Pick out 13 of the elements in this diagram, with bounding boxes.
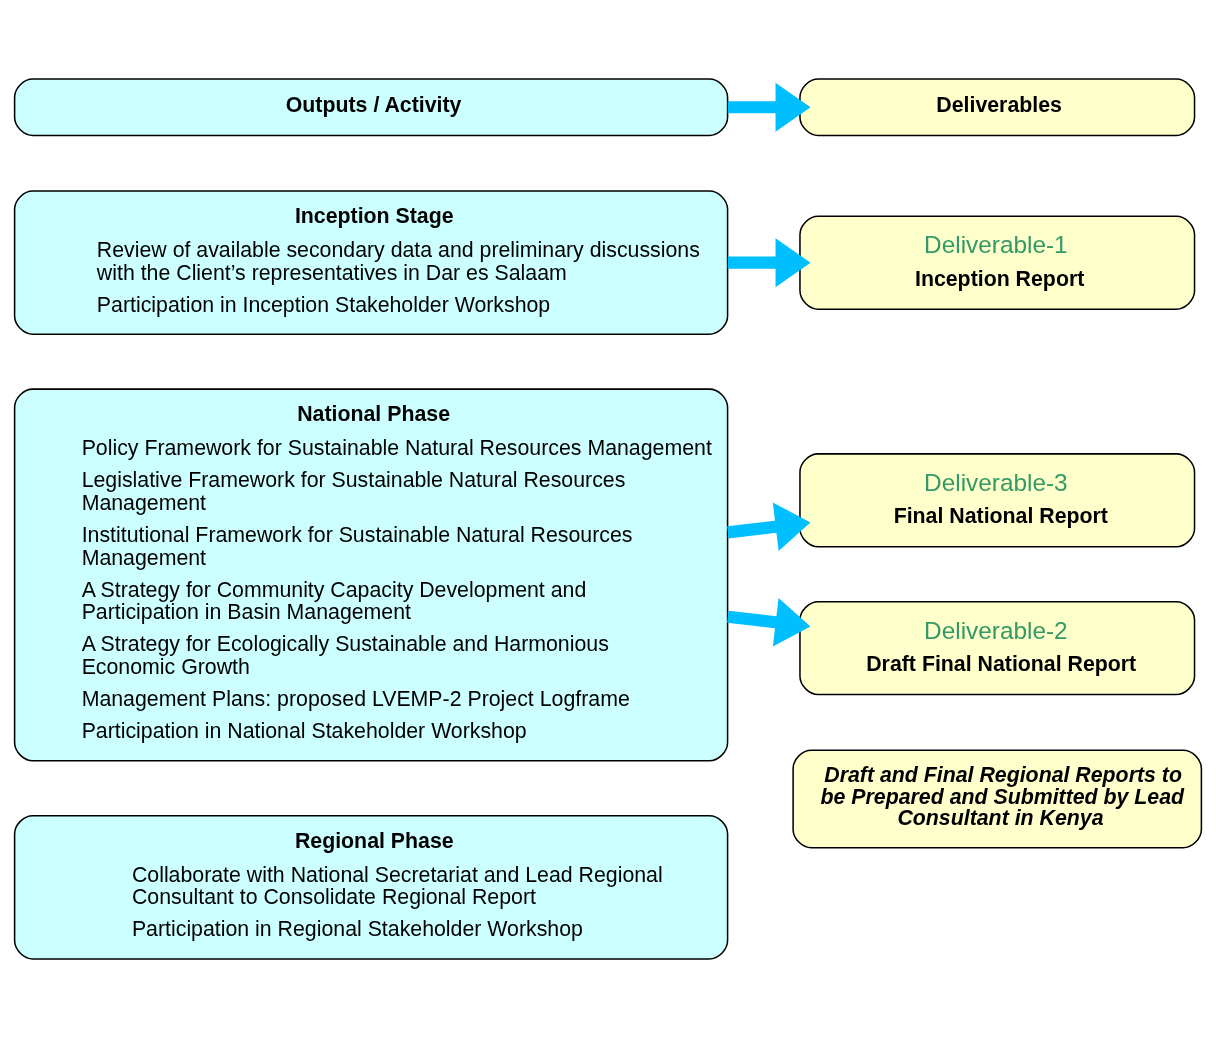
- node-box: Deliverable-1 Inception Report: [799, 214, 1196, 310]
- node-box: Outputs / Activity: [13, 77, 729, 136]
- arrow: [727, 237, 811, 287]
- node-box: Regional Phase Collaborate with National Secretariat and Lead Regional Consultant to Consolidate Regional Report Participation in Regional Stakeholder Workshop: [13, 814, 729, 960]
- node-box: Deliverable-2 Draft Final National Report: [799, 600, 1196, 695]
- node-box: National Phase Policy Framework for Sustainable Natural Resources Management Legislative Framework for Sustainable Natural Resources Management Institutional Framework for Sustainable Natural Resources Management A Strategy for Community Capacity Development and Participation in Basin Management A Strategy for Ecologically Sustainable and Harmonious Economic Growth Management Plans: proposed LVEMP-2 Project Logframe Participation in National Stakeholder Workshop: [13, 387, 729, 762]
- arrow: [727, 597, 811, 647]
- node-box: Deliverables: [799, 77, 1196, 136]
- arrow: [727, 501, 811, 551]
- node-box: Draft and Final Regional Reports to be Prepared and Submitted by Lead Consultant in Kenya: [792, 748, 1203, 848]
- node-box: Deliverable-3 Final National Report: [799, 452, 1196, 548]
- arrow: [727, 82, 811, 132]
- node-box: Inception Stage Review of available secondary data and preliminary discussions with the Client’s representatives in Dar es Salaam Participation in Inception Stakeholder Workshop: [13, 189, 729, 335]
